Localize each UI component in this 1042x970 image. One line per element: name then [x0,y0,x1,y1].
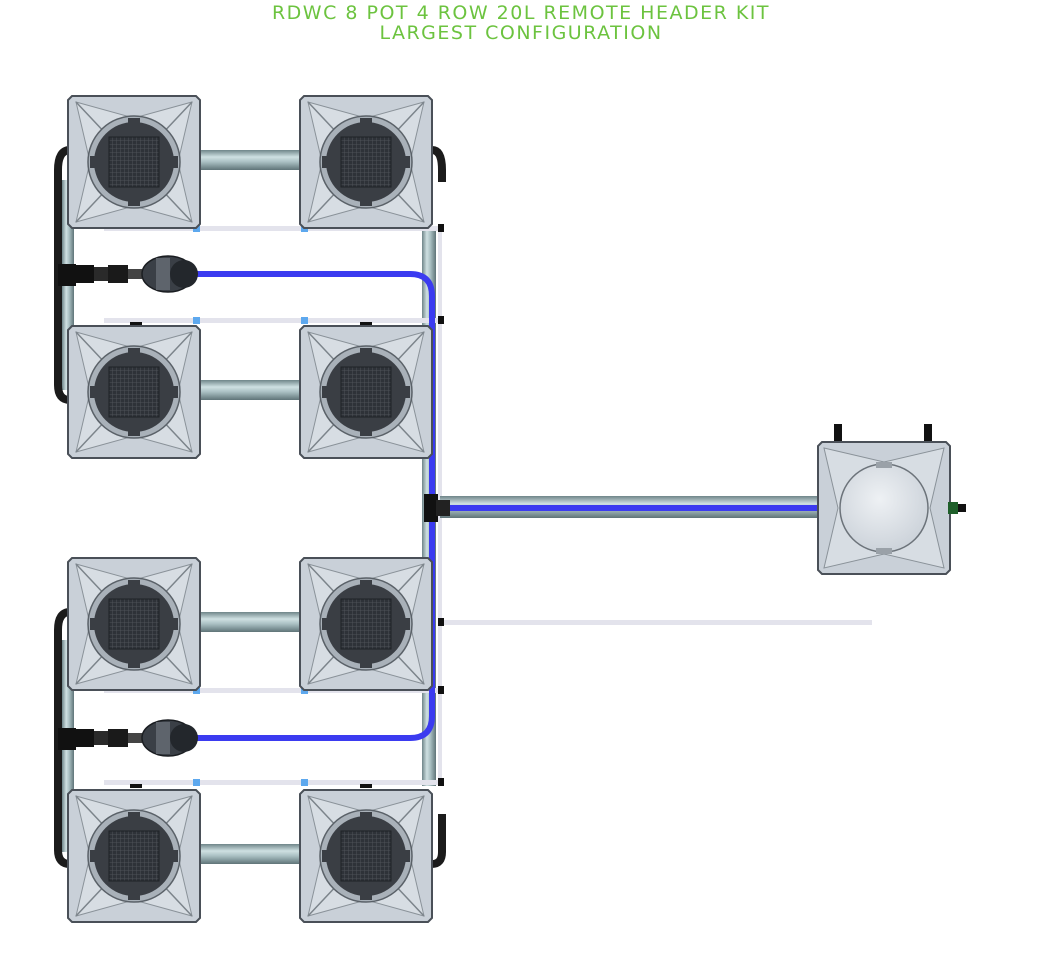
pipe-row3 [200,612,304,632]
return-line-connectors [193,225,308,786]
grow-pot-6 [299,557,433,691]
grow-pot-8 [299,789,433,923]
diagram-title-line-1: RDWC 8 POT 4 ROW 20L REMOTE HEADER KIT [271,2,771,24]
grow-pot-4 [299,325,433,459]
left-tee-lower [58,728,76,750]
grow-pot-3 [67,325,201,459]
manifold-tee-fitting [424,494,438,522]
diagram-title-line-2: LARGEST CONFIGURATION [379,22,663,44]
return-line-clips [130,223,444,788]
right-elbow-bottom [431,814,446,868]
right-elbow-top [431,146,446,182]
pump-lower [75,719,199,757]
grow-pot-1 [67,95,201,229]
grow-pot-5 [67,557,201,691]
pipe-row4 [200,844,304,864]
pipe-row2 [200,380,304,400]
grow-pot-2 [299,95,433,229]
header-joint [436,500,450,516]
pipe-row1 [200,150,304,170]
control-bin [817,424,966,575]
pump-upper [75,255,199,293]
feed-line-lower [180,508,435,741]
grow-pot-7 [67,789,201,923]
left-tee-upper [58,264,76,286]
feed-line-upper [180,271,820,511]
